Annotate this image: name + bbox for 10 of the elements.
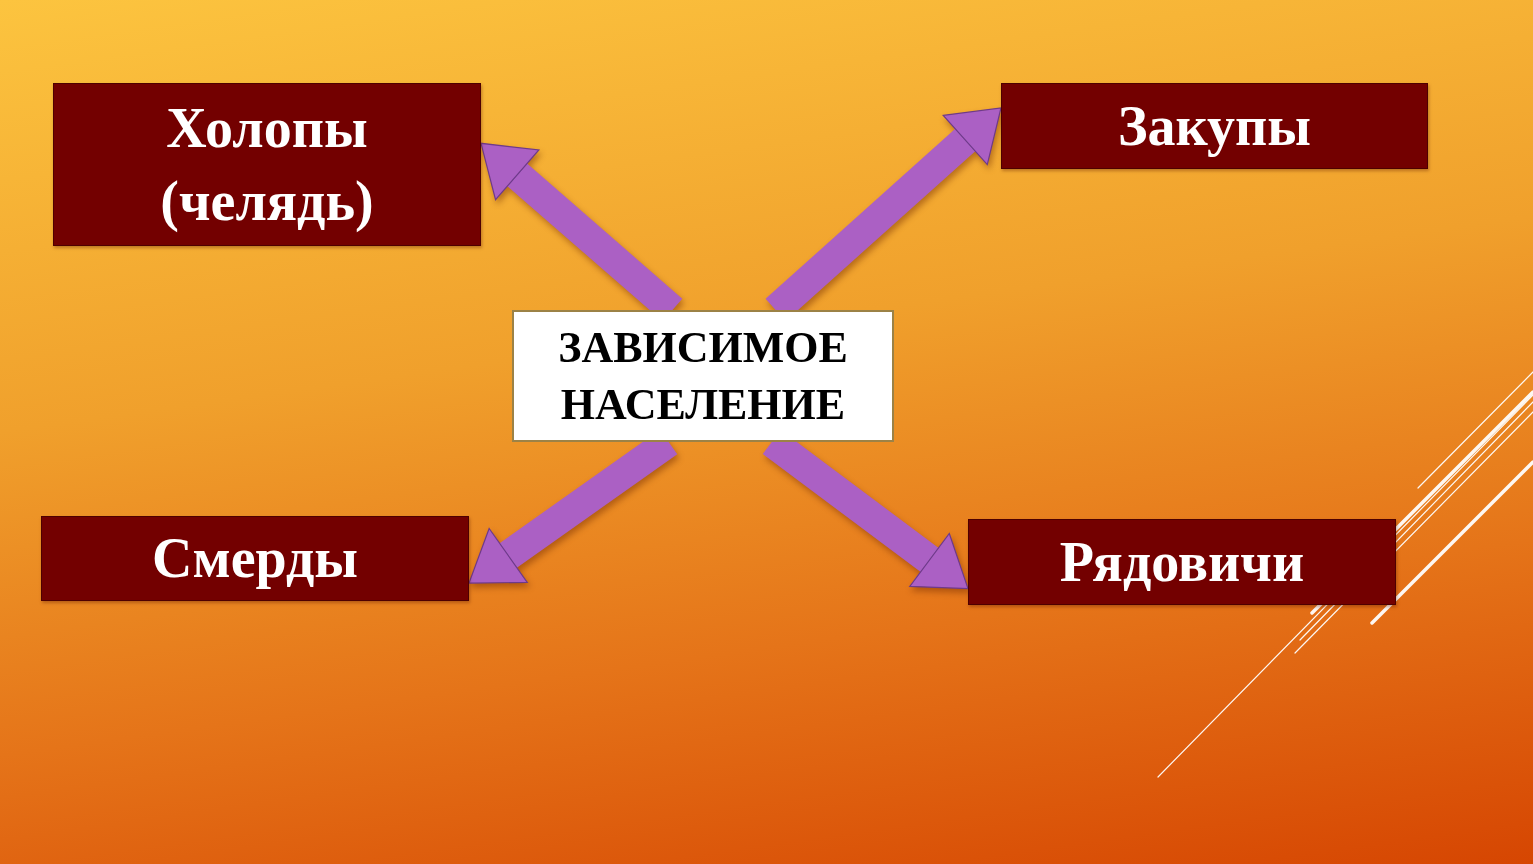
box-title: ЗАВИСИМОЕ НАСЕЛЕНИЕ — [557, 321, 849, 431]
box-title: Закупы — [1118, 93, 1311, 159]
box-title: Смерды — [152, 526, 358, 592]
central-box — [512, 310, 894, 442]
category-box — [41, 516, 469, 601]
box-title: Рядовичи — [1059, 529, 1305, 595]
category-box — [1001, 83, 1428, 169]
box-title: Холопы (челядь) — [159, 95, 375, 234]
category-box — [53, 83, 481, 246]
category-box — [968, 519, 1396, 605]
